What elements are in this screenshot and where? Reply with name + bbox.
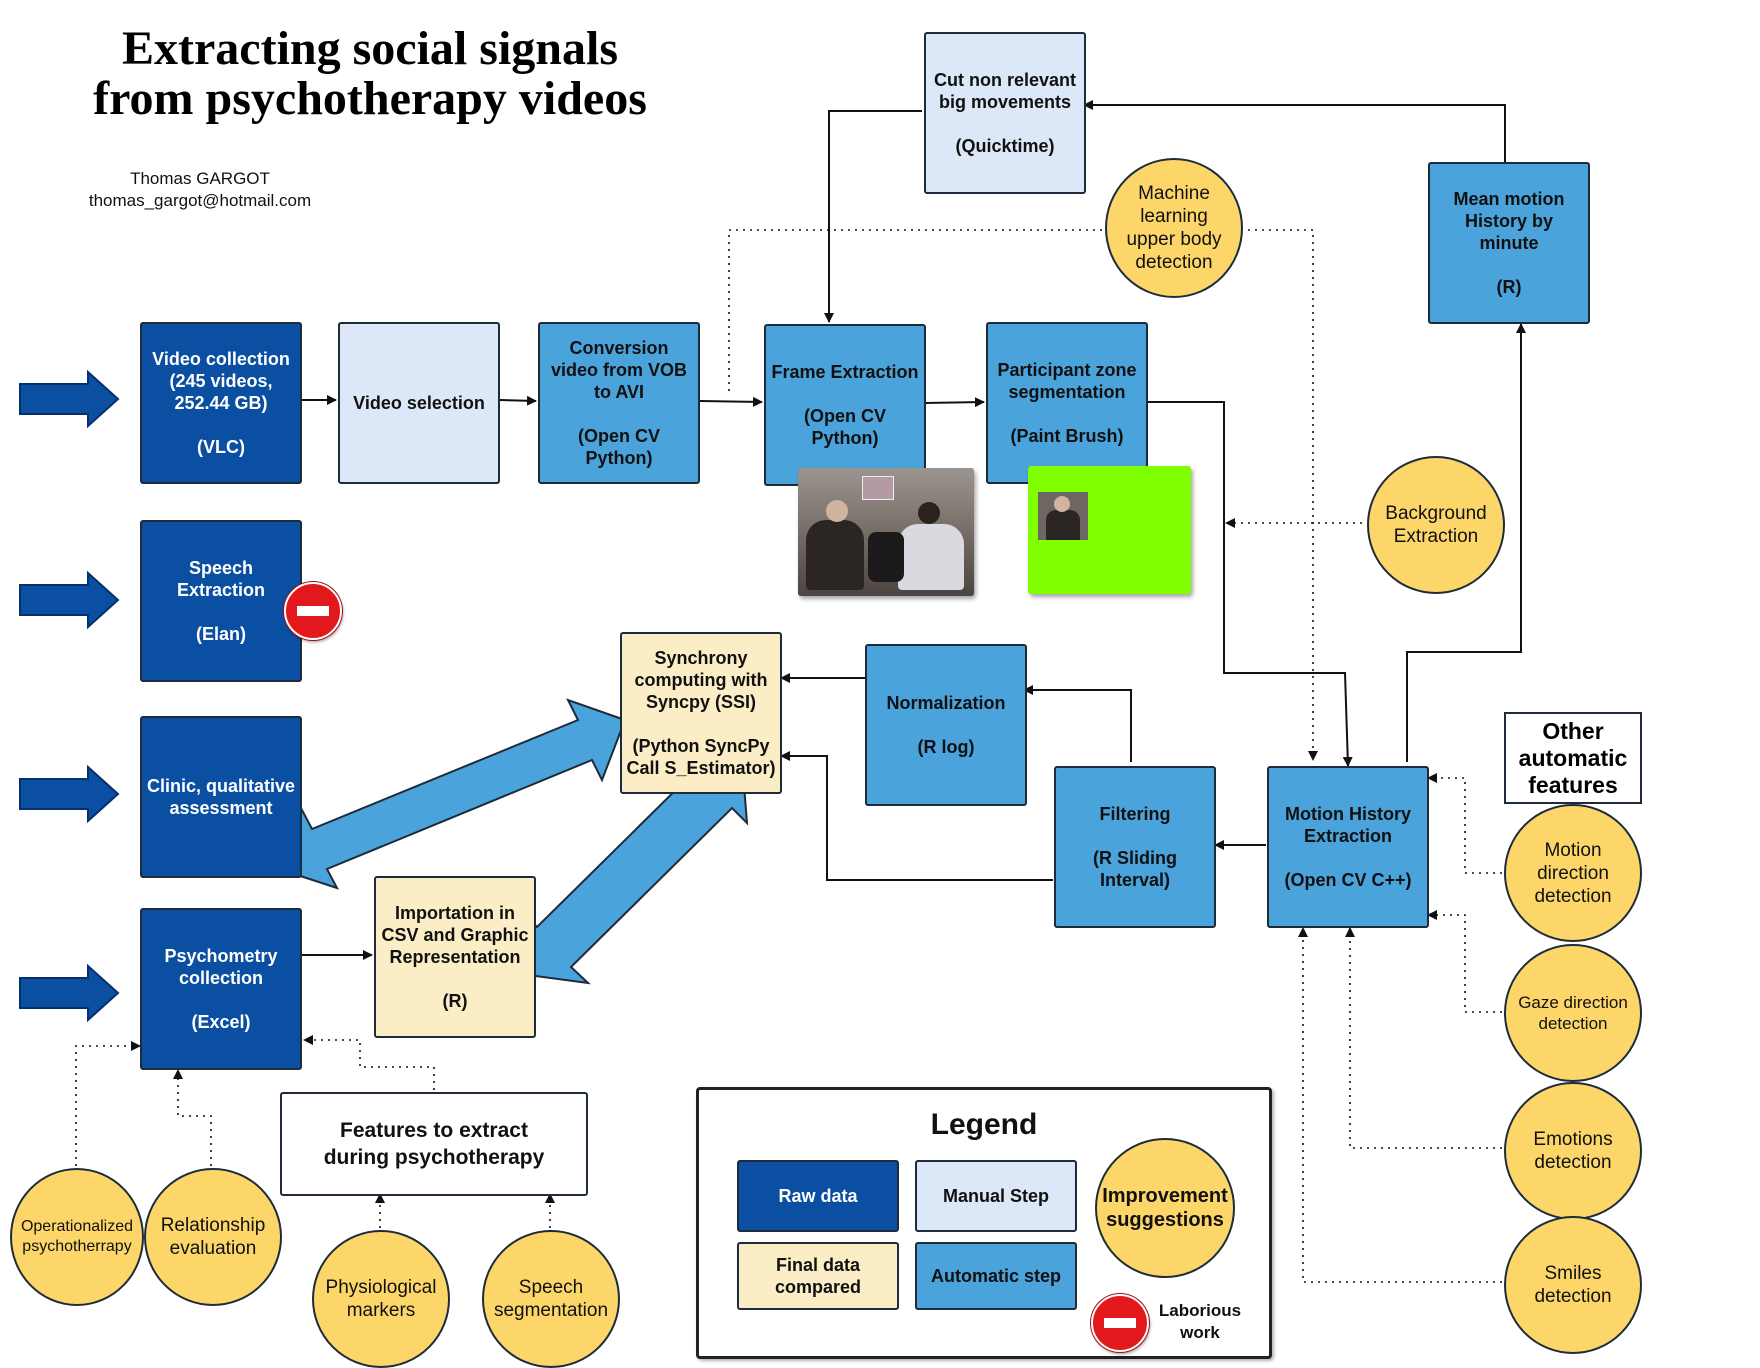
- author-email: thomas_gargot@hotmail.com: [88, 191, 312, 210]
- node-synchrony: Synchrony computing with Syncpy (SSI) (P…: [620, 632, 782, 794]
- suggestion-machine-learning: Machine learning upper body detection: [1105, 158, 1243, 298]
- dotted-operationalized-to-psychometry: [75, 1041, 141, 1166]
- double-arrow-clinic-synchrony: [280, 698, 627, 890]
- suggestion-operationalized: Operationalized psychotherrapy: [10, 1168, 144, 1306]
- legend-box: Legend Raw data Manual Step Final data c…: [696, 1087, 1272, 1359]
- node-mean-motion: Mean motion History by minute (R): [1428, 162, 1590, 324]
- dotted-emotions-to-motion: [1345, 927, 1502, 1149]
- author-name: Thomas GARGOT: [130, 169, 270, 188]
- suggestion-emotions: Emotions detection: [1504, 1082, 1642, 1220]
- suggestion-motion-direction: Motion direction detection: [1504, 804, 1642, 942]
- legend-title: Legend: [930, 1108, 1038, 1141]
- node-frame-extraction: Frame Extraction (Open CV Python): [764, 324, 926, 486]
- input-arrow-psychometry: [19, 963, 120, 1023]
- dotted-ml-to-conversion: [728, 229, 1102, 396]
- node-motion-history: Motion History Extraction (Open CV C++): [1267, 766, 1429, 928]
- suggestion-speech-segmentation: Speech segmentation: [482, 1230, 620, 1368]
- video-frame-thumbnail: [798, 468, 974, 596]
- node-psychometry: Psychometry collection (Excel): [140, 908, 302, 1070]
- legend-manual-step: Manual Step: [915, 1160, 1077, 1232]
- suggestion-physiological: Physiological markers: [312, 1230, 450, 1368]
- dotted-relationship-to-psychometry: [173, 1069, 212, 1166]
- node-cut-movements: Cut non relevant big movements (Quicktim…: [924, 32, 1086, 194]
- dotted-ml-to-motion: [1248, 229, 1318, 761]
- legend-automatic-step: Automatic step: [915, 1242, 1077, 1310]
- node-features-box: Features to extract during psychotherapy: [280, 1092, 588, 1196]
- node-video-collection: Video collection (245 videos, 252.44 GB)…: [140, 322, 302, 484]
- legend-laborious-work: Laborious work: [1158, 1301, 1242, 1342]
- arrow-selection-to-conversion: [499, 395, 537, 406]
- suggestion-gaze-direction: Gaze direction detection: [1504, 944, 1642, 1082]
- legend-raw-data: Raw data: [737, 1160, 899, 1232]
- node-speech-extraction: Speech Extraction (Elan): [140, 520, 302, 682]
- arrow-cut-to-frames: [824, 110, 922, 323]
- arrow-conversion-to-frames: [699, 396, 763, 407]
- node-filtering: Filtering (R Sliding Interval): [1054, 766, 1216, 928]
- legend-final-data: Final data compared: [737, 1242, 899, 1310]
- input-arrow-video: [19, 369, 120, 429]
- dotted-gaze-to-motion: [1427, 910, 1502, 1013]
- input-arrow-speech: [19, 570, 120, 630]
- segmented-zone-thumbnail: [1028, 466, 1191, 594]
- suggestion-smiles: Smiles detection: [1504, 1216, 1642, 1354]
- no-entry-icon: [284, 582, 342, 640]
- arrow-motion-to-mean: [1406, 323, 1526, 762]
- page-title: Extracting social signals from psychothe…: [93, 22, 647, 125]
- node-importation: Importation in CSV and Graphic Represent…: [374, 876, 536, 1038]
- node-normalization: Normalization (R log): [865, 644, 1027, 806]
- suggestion-background-extraction: Background Extraction: [1367, 456, 1505, 594]
- suggestion-relationship: Relationship evaluation: [144, 1168, 282, 1306]
- node-conversion: Conversion video from VOB to AVI (Open C…: [538, 322, 700, 484]
- node-participant-zone: Participant zone segmentation (Paint Bru…: [986, 322, 1148, 484]
- dotted-motiondir-to-motion: [1427, 773, 1502, 874]
- legend-improvement-suggestions: Improvement suggestions: [1095, 1138, 1235, 1278]
- node-other-features: Other automatic features: [1504, 712, 1642, 804]
- dotted-smiles-to-motion: [1298, 927, 1502, 1283]
- arrow-filtering-to-synchrony: [780, 751, 1053, 881]
- arrow-frames-to-zone: [923, 397, 985, 408]
- dotted-features-to-psychometry: [303, 1035, 435, 1090]
- arrow-mean-to-cut: [1083, 100, 1506, 164]
- input-arrow-clinic: [19, 764, 120, 824]
- node-video-selection: Video selection: [338, 322, 500, 484]
- legend-no-entry-icon: [1091, 1294, 1149, 1352]
- arrow-filtering-to-normalization: [1023, 685, 1132, 762]
- author-info: Thomas GARGOT thomas_gargot@hotmail.com: [60, 168, 340, 212]
- node-clinic: Clinic, qualitative assessment: [140, 716, 302, 878]
- arrow-zone-to-motion: [1148, 401, 1353, 767]
